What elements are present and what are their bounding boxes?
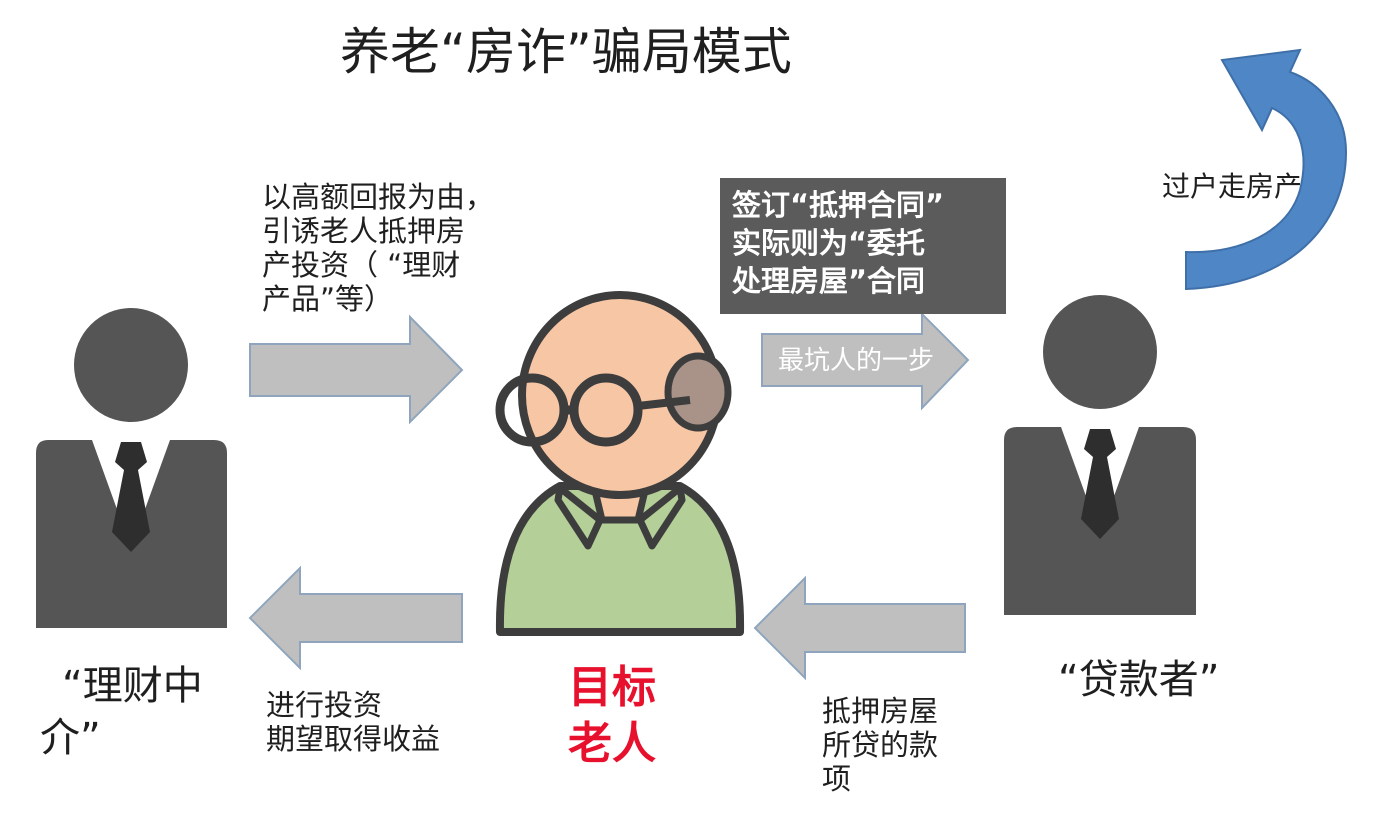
elder-figure [495, 291, 745, 636]
agent-head [74, 308, 188, 422]
lender-name: “贷款者” [1058, 657, 1220, 703]
lure-label: 以高额回报为由， 引诱老人抵押房 产投资（ “理财 产品”等） [262, 180, 494, 316]
arrow-lender-to-elder [753, 575, 966, 681]
loan-line-1: 抵押房屋 [822, 694, 939, 728]
curved-transfer-arrow [1185, 48, 1348, 291]
lure-line-2: 引诱老人抵押房 [262, 214, 466, 248]
weakest-step-label: 最坑人的一步 [778, 346, 935, 376]
transfer-label: 过户走房产 [1162, 170, 1303, 203]
target-elder-label: 目标 老人 [568, 660, 656, 772]
glasses-arm [637, 396, 691, 410]
contract-box: 签订“抵押合同” 实际则为“委托 处理房屋”合同 [720, 178, 1006, 314]
invest-label: 进行投资 期望取得收益 [266, 688, 440, 756]
arrow-elder-to-lender [761, 311, 970, 411]
agent-figure [36, 308, 227, 628]
invest-line-1: 进行投资 [266, 688, 383, 722]
lure-line-1: 以高额回报为由， [262, 180, 495, 214]
elder-hair [664, 352, 732, 432]
target-line-2: 老人 [568, 718, 656, 769]
elder-collar-right [636, 484, 686, 550]
diagram-title: 养老“房诈”骗局模式 [340, 23, 792, 81]
lender-tie [1081, 429, 1119, 539]
target-line-1: 目标 [568, 662, 656, 713]
agent-tie [112, 442, 150, 552]
arrow-agent-to-elder [249, 314, 464, 425]
lure-line-4: 产品”等） [262, 282, 394, 316]
lender-head [1043, 295, 1157, 409]
lure-line-3: 产投资（ “理财 [262, 248, 461, 282]
contract-line-2: 实际则为“委托 [732, 226, 926, 260]
invest-line-2: 期望取得收益 [266, 722, 441, 756]
elder-collar-left [554, 484, 604, 550]
loan-label: 抵押房屋 所贷的款 项 [822, 694, 938, 796]
loan-line-3: 项 [822, 762, 852, 796]
agent-name-line-2: 介” [40, 715, 101, 761]
contract-line-1: 签订“抵押合同” [732, 188, 945, 222]
agent-name-line-1: “理财中 [62, 663, 203, 709]
agent-name: “理财中 介” [40, 660, 203, 764]
arrow-elder-to-agent [248, 565, 463, 671]
lender-figure [1004, 295, 1196, 615]
contract-line-3: 处理房屋”合同 [732, 264, 926, 298]
loan-line-2: 所贷的款 [822, 728, 939, 762]
